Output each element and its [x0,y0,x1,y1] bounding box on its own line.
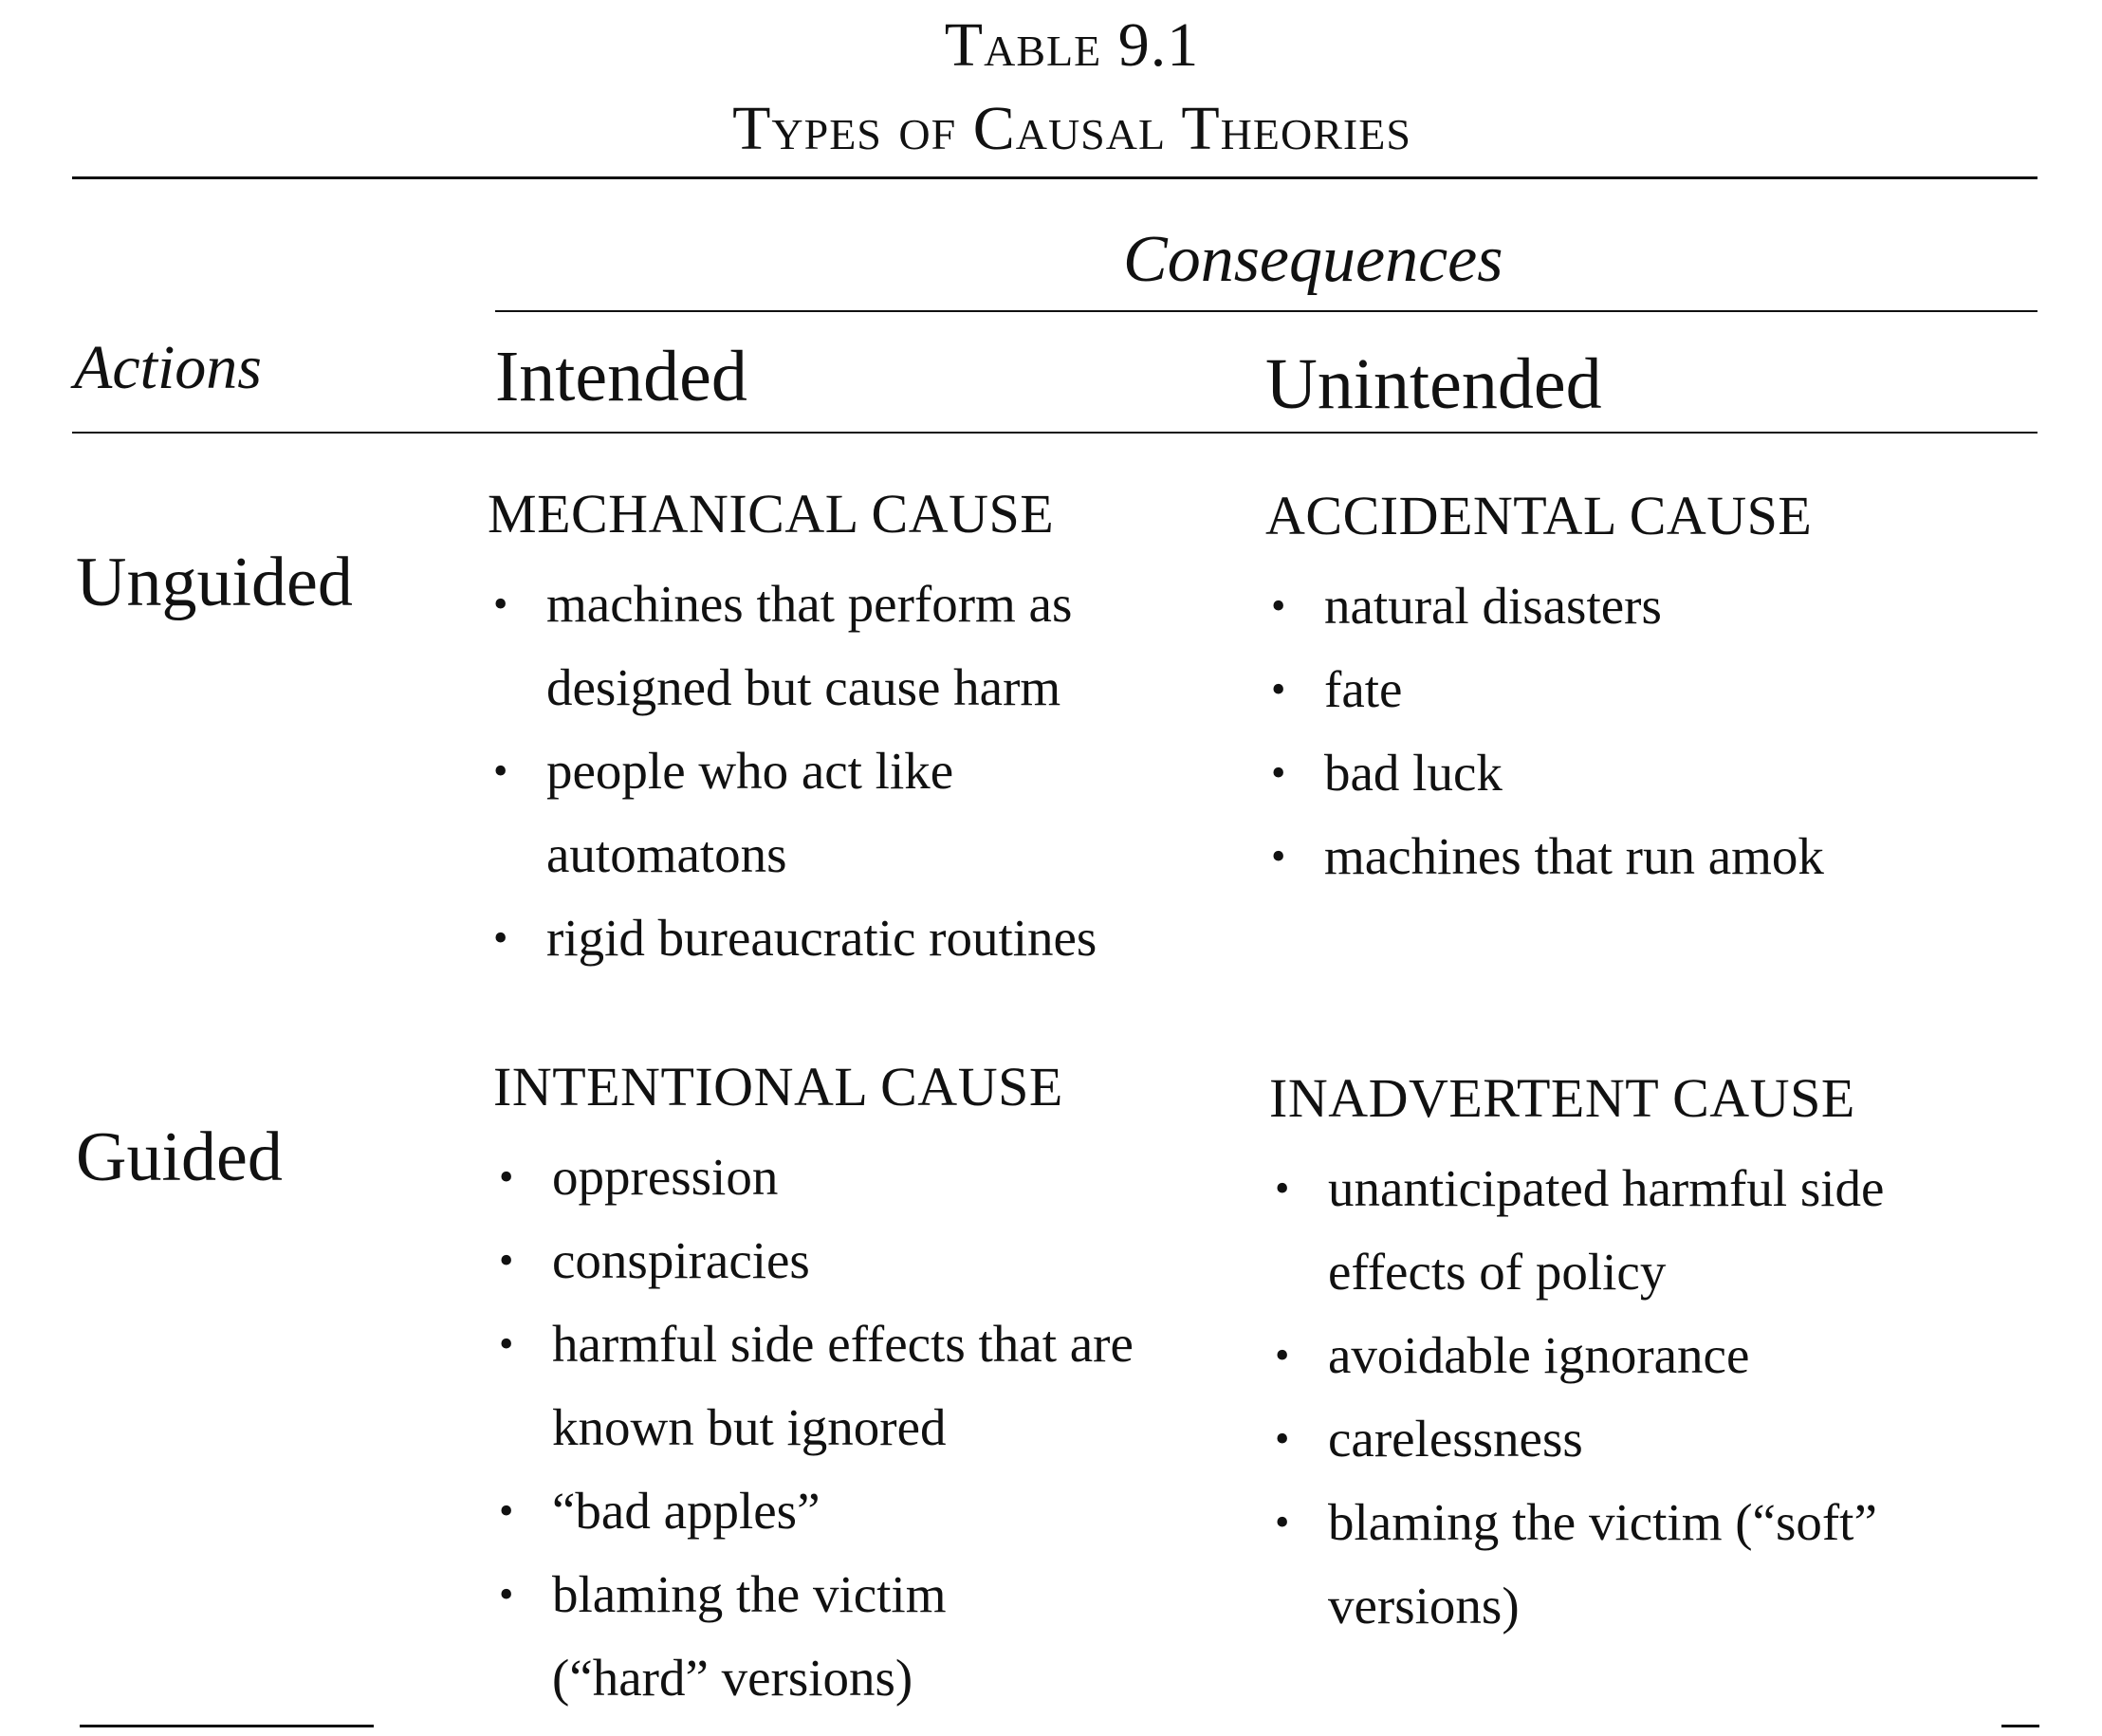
list-item-continuation: known but ignored [493,1386,1134,1469]
list-item-text: blaming the victim (“soft” [1328,1493,1877,1551]
top-rule [72,176,2037,179]
cell-list: • machines that perform as designed but ca… [488,563,1097,980]
list-item-text: avoidable ignorance [1328,1326,1750,1384]
cell-title: MECHANICAL CAUSE [488,483,1055,545]
bottom-rule-end [2001,1725,2039,1727]
list-item: • rigid bureaucratic routines [488,896,1097,980]
bullet-icon: • [1271,582,1286,629]
bullet-icon: • [493,581,508,627]
table-label: Table 9.1 [944,10,1200,80]
list-item-text: oppression [552,1148,779,1206]
cell-list: • oppression • conspiracies • harmful side ef… [493,1136,1134,1720]
unintended-header: Unintended [1265,344,1602,424]
list-item-text: designed but cause harm [546,658,1061,716]
list-item: • bad luck [1265,731,1824,815]
bullet-icon: • [1275,1165,1290,1211]
table-title: Types of Causal Theories [732,94,1411,163]
list-item-text: (“hard” versions) [552,1649,913,1707]
row-label-guided: Guided [76,1118,283,1196]
bullet-icon: • [1275,1332,1290,1378]
cell-title: ACCIDENTAL CAUSE [1265,485,1813,546]
list-item-continuation: effects of policy [1269,1230,1884,1314]
list-item-continuation: designed but cause harm [488,646,1097,729]
bullet-icon: • [1271,666,1286,712]
cell-accidental-cause: ACCIDENTAL CAUSE • natural disasters • fate… [1265,484,1824,898]
cell-list: • natural disasters • fate • bad luck • machine… [1265,564,1824,898]
list-item-text: unanticipated harmful side [1328,1159,1885,1217]
list-item: • people who act like [488,729,1097,813]
list-item: • “bad apples” [493,1469,1134,1553]
list-item-text: machines that run amok [1324,827,1824,885]
list-item-text: conspiracies [552,1231,810,1289]
cell-intentional-cause: INTENTIONAL CAUSE • oppression • conspiraci… [493,1055,1134,1720]
list-item-continuation: (“hard” versions) [493,1636,1134,1720]
list-item-text: fate [1324,660,1403,718]
list-item: • natural disasters [1265,564,1824,648]
list-item-text: natural disasters [1324,577,1662,635]
cell-title: INTENTIONAL CAUSE [493,1056,1063,1117]
list-item: • carelessness [1269,1397,1884,1481]
header-rule [72,432,2037,434]
cell-mechanical-cause: MECHANICAL CAUSE • machines that perform … [488,482,1097,980]
bullet-icon: • [493,748,508,794]
list-item-continuation: automatons [488,813,1097,896]
list-item: • avoidable ignorance [1269,1314,1884,1397]
list-item: • harmful side effects that are [493,1302,1134,1386]
list-item-text: machines that perform as [546,575,1073,633]
bullet-icon: • [499,1571,514,1617]
bullet-icon: • [1271,833,1286,879]
list-item-text: effects of policy [1328,1243,1667,1301]
list-item: • blaming the victim [493,1553,1134,1636]
cell-list: • unanticipated harmful side effects of po… [1269,1147,1884,1648]
bullet-icon: • [1275,1499,1290,1545]
consequences-rule [495,310,2037,312]
list-item-text: known but ignored [552,1398,947,1456]
bullet-icon: • [499,1237,514,1284]
list-item: • unanticipated harmful side [1269,1147,1884,1230]
list-item-text: blaming the victim [552,1565,947,1623]
list-item-text: versions) [1328,1577,1520,1634]
intended-header: Intended [495,337,747,416]
bullet-icon: • [499,1154,514,1200]
list-item-text: bad luck [1324,744,1503,802]
list-item: • conspiracies [493,1219,1134,1302]
list-item-text: people who act like [546,742,954,800]
list-item-continuation: versions) [1269,1564,1884,1648]
bullet-icon: • [1275,1415,1290,1462]
bullet-icon: • [499,1320,514,1367]
row-label-unguided: Unguided [76,544,353,621]
bullet-icon: • [493,914,508,961]
list-item-text: automatons [546,825,787,883]
bottom-rule [80,1725,374,1727]
list-item-text: carelessness [1328,1410,1583,1468]
cell-title: INADVERTENT CAUSE [1269,1067,1855,1129]
consequences-header: Consequences [1123,223,1503,296]
bullet-icon: • [1271,749,1286,796]
list-item-text: harmful side effects that are [552,1315,1134,1373]
list-item: • blaming the victim (“soft” [1269,1481,1884,1564]
list-item: • oppression [493,1136,1134,1219]
list-item-text: “bad apples” [552,1482,821,1540]
list-item: • fate [1265,648,1824,731]
cell-inadvertent-cause: INADVERTENT CAUSE • unanticipated harmful… [1269,1066,1884,1648]
list-item-text: rigid bureaucratic routines [546,909,1097,967]
bullet-icon: • [499,1487,514,1534]
actions-header: Actions [74,333,262,402]
list-item: • machines that perform as [488,563,1097,646]
list-item: • machines that run amok [1265,815,1824,898]
